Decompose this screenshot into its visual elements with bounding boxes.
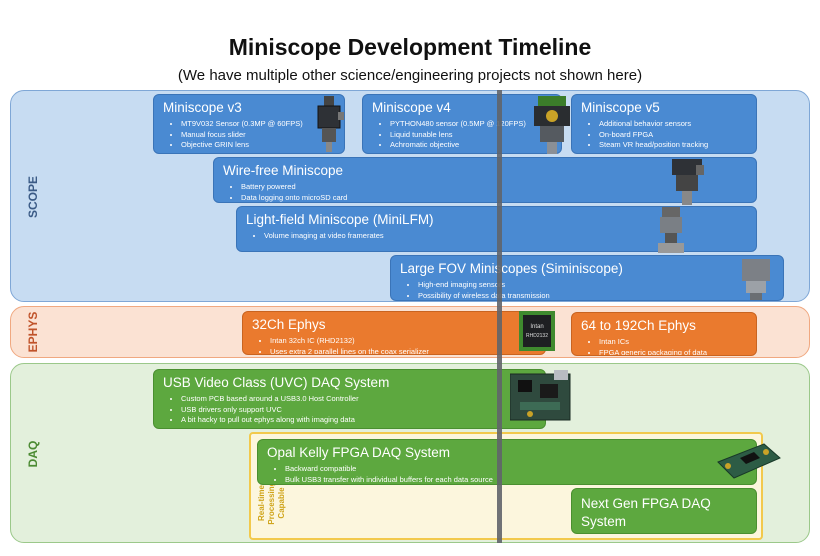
large-fov-miniscope-box: Large FOV Miniscopes (Siminiscope) High-… bbox=[390, 255, 784, 301]
pcb-board-icon bbox=[717, 443, 781, 479]
bullet: Intan ICs bbox=[599, 337, 747, 348]
bullet: Data logging onto microSD card bbox=[241, 193, 747, 203]
miniscope-device-icon bbox=[742, 259, 770, 300]
bullet: Objective GRIN lens bbox=[181, 140, 335, 151]
miniscope-device-icon bbox=[317, 96, 344, 152]
opal-kelly-daq-box: Opal Kelly FPGA DAQ System Backward comp… bbox=[257, 439, 757, 485]
box-title: 32Ch Ephys bbox=[252, 317, 326, 332]
bullet-list: PYTHON480 sensor (0.5MP @ 120FPS) Liquid… bbox=[372, 119, 552, 151]
bullet: Steam VR head/position tracking bbox=[599, 140, 747, 151]
bullet: Achromatic objective bbox=[390, 140, 552, 151]
bullet-list: Backward compatible Bulk USB3 transfer w… bbox=[267, 464, 747, 485]
pcb-board-icon bbox=[510, 370, 571, 421]
bullet-list: High-end imaging sensors Possibility of … bbox=[400, 280, 774, 301]
bullet-list: Additional behavior sensors On-board FPG… bbox=[581, 119, 747, 151]
bullet: On-board FPGA bbox=[599, 130, 747, 141]
bullet-list: Custom PCB based around a USB3.0 Host Co… bbox=[163, 394, 536, 426]
box-title: USB Video Class (UVC) DAQ System bbox=[163, 375, 390, 390]
box-title: Miniscope v5 bbox=[581, 100, 660, 115]
bullet-list: Intan ICs FPGA generic packaging of data bbox=[581, 337, 747, 356]
realtime-processing-label: Real-time Processing Capable bbox=[257, 481, 286, 525]
bullet: Volume imaging at video framerates bbox=[264, 231, 747, 242]
box-title: Wire-free Miniscope bbox=[223, 163, 344, 178]
box-title: Opal Kelly FPGA DAQ System bbox=[267, 445, 451, 460]
bullet: Battery powered bbox=[241, 182, 747, 193]
ephys-64-192ch-box: 64 to 192Ch Ephys Intan ICs FPGA generic… bbox=[571, 312, 757, 356]
bullet: FPGA generic packaging of data bbox=[599, 348, 747, 356]
next-gen-daq-box: Next Gen FPGA DAQ System bbox=[571, 488, 757, 534]
bullet: Additional behavior sensors bbox=[599, 119, 747, 130]
ephys-32ch-box: 32Ch Ephys Intan 32ch IC (RHD2132) Uses … bbox=[242, 311, 546, 355]
bullet: Liquid tunable lens bbox=[390, 130, 552, 141]
scope-section-label: SCOPE bbox=[26, 176, 40, 219]
box-title: 64 to 192Ch Ephys bbox=[581, 318, 696, 333]
bullet: Intan 32ch IC (RHD2132) bbox=[270, 336, 536, 347]
bullet: Bulk USB3 transfer with individual buffe… bbox=[285, 475, 747, 485]
miniscope-device-icon bbox=[658, 207, 684, 253]
bullet: USB drivers only support UVC bbox=[181, 405, 536, 416]
bullet: High-end imaging sensors bbox=[418, 280, 774, 291]
bullet: PYTHON480 sensor (0.5MP @ 120FPS) bbox=[390, 119, 552, 130]
wire-free-miniscope-box: Wire-free Miniscope Battery powered Data… bbox=[213, 157, 757, 203]
bullet: Uses extra 2 parallel lines on the coax … bbox=[270, 347, 536, 355]
bullet: MT9V032 Sensor (0.3MP @ 60FPS) bbox=[181, 119, 335, 130]
bullet-list: MT9V032 Sensor (0.3MP @ 60FPS) Manual fo… bbox=[163, 119, 335, 151]
bullet: Custom PCB based around a USB3.0 Host Co… bbox=[181, 394, 536, 405]
uvc-daq-box: USB Video Class (UVC) DAQ System Custom … bbox=[153, 369, 546, 429]
box-title: Miniscope v3 bbox=[163, 100, 242, 115]
page-title: Miniscope Development Timeline bbox=[228, 34, 592, 60]
bullet: Backward compatible bbox=[285, 464, 747, 475]
box-title: Large FOV Miniscopes (Siminiscope) bbox=[400, 261, 623, 276]
bullet: Manual focus slider bbox=[181, 130, 335, 141]
chip-label: Intan bbox=[530, 324, 543, 330]
miniscope-device-icon bbox=[534, 96, 570, 154]
current-time-marker bbox=[497, 90, 502, 543]
page-subtitle: (We have multiple other science/engineer… bbox=[177, 67, 643, 84]
bullet-list: Battery powered Data logging onto microS… bbox=[223, 182, 747, 203]
chip-label: RHD2132 bbox=[526, 333, 548, 339]
miniscope-v3-box: Miniscope v3 MT9V032 Sensor (0.3MP @ 60F… bbox=[153, 94, 345, 154]
bullet-list: Volume imaging at video framerates bbox=[246, 231, 747, 242]
miniscope-v5-box: Miniscope v5 Additional behavior sensors… bbox=[571, 94, 757, 154]
bullet: A bit hacky to pull out ephys along with… bbox=[181, 415, 536, 426]
bullet: Possibility of wireless data transmissio… bbox=[418, 291, 774, 301]
daq-section-label: DAQ bbox=[26, 440, 40, 468]
box-title: Light-field Miniscope (MiniLFM) bbox=[246, 212, 434, 227]
bullet-list: Intan 32ch IC (RHD2132) Uses extra 2 par… bbox=[252, 336, 536, 355]
box-title: Next Gen FPGA DAQ System bbox=[581, 496, 711, 529]
chip-icon: Intan RHD2132 bbox=[519, 311, 555, 351]
ephys-section-label: EPHYS bbox=[26, 311, 40, 353]
box-title: Miniscope v4 bbox=[372, 100, 451, 115]
miniscope-v4-box: Miniscope v4 PYTHON480 sensor (0.5MP @ 1… bbox=[362, 94, 562, 154]
miniscope-device-icon bbox=[672, 159, 704, 205]
